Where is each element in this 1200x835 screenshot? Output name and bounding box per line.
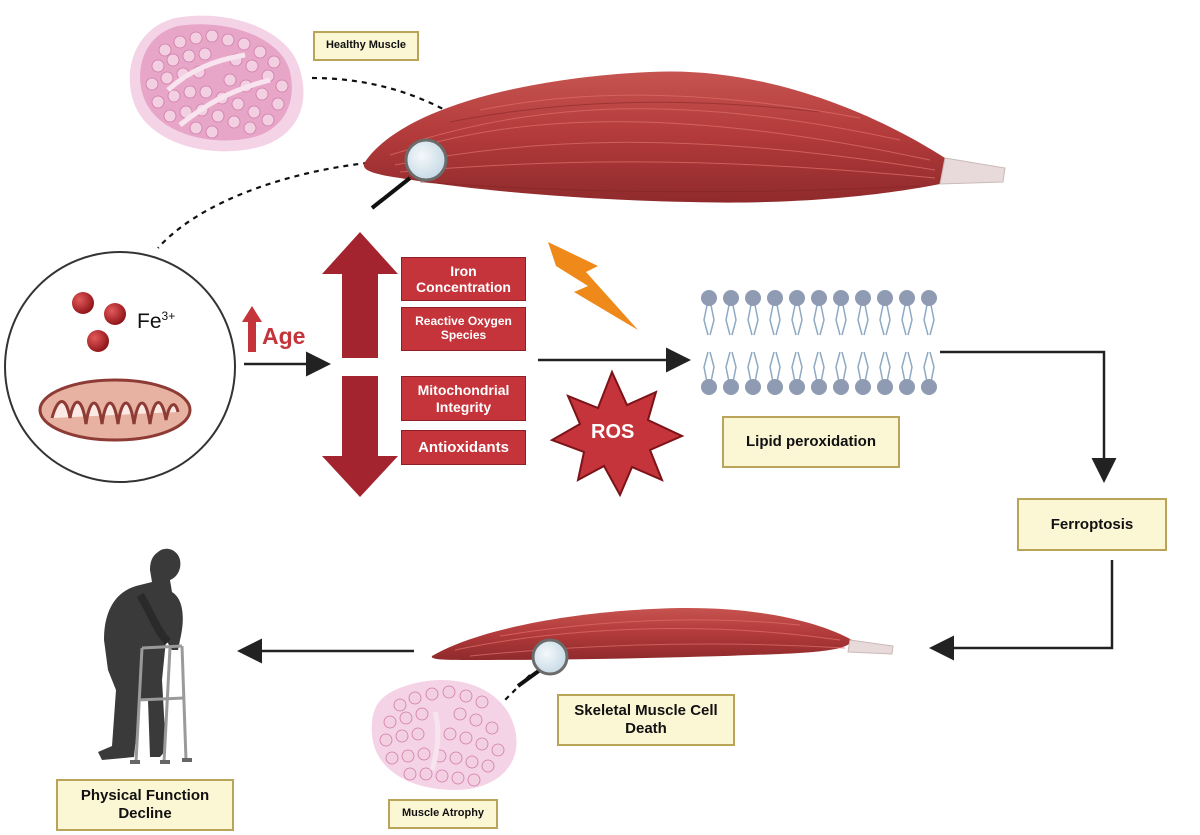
arrow-ferroptosis-to-cell-death (929, 560, 1114, 661)
ros-label: ROS (591, 421, 635, 443)
lipid-bilayer-icon (701, 290, 937, 395)
cell-circle (4, 251, 236, 483)
ferroptosis-label: Ferroptosis (1017, 498, 1167, 551)
healthy-muscle-tissue-icon (129, 15, 304, 152)
magnifier-icon-lower (516, 638, 569, 688)
elderly-person-walker-icon (98, 548, 192, 764)
fe-symbol: Fe (137, 310, 162, 333)
lipid-peroxidation-label: Lipid peroxidation (722, 416, 900, 468)
fe-charge: 3+ (161, 309, 176, 323)
mitochondrion-icon (38, 378, 192, 442)
atrophic-muscle-tissue-icon (371, 680, 517, 790)
decrease-arrow-icon (322, 376, 398, 497)
increase-arrow-icon (322, 232, 398, 358)
ros-burst-icon (549, 369, 685, 498)
reactive-oxygen-species-box: Reactive Oxygen Species (401, 307, 526, 351)
healthy-muscle-label: Healthy Muscle (313, 31, 419, 61)
healthy-muscle-icon (363, 71, 1006, 203)
age-up-arrow-icon (242, 306, 262, 352)
physical-function-decline-label: Physical Function Decline (56, 779, 234, 831)
atrophied-muscle-icon (431, 607, 894, 660)
iron-symbol-label: Fe3+ (137, 309, 175, 334)
mitochondrial-integrity-box: Mitochondrial Integrity (401, 376, 526, 421)
arrow-lipid-to-ferroptosis (940, 350, 1117, 483)
age-label: Age (262, 323, 306, 349)
lightning-bolt-icon (548, 242, 638, 330)
dashed-lens-line-top (311, 76, 489, 139)
magnifier-icon (370, 138, 448, 210)
skeletal-muscle-cell-death-label: Skeletal Muscle Cell Death (557, 694, 735, 746)
iron-ions-icon (72, 292, 126, 352)
antioxidants-box: Antioxidants (401, 430, 526, 465)
muscle-atrophy-label: Muscle Atrophy (388, 799, 498, 829)
iron-concentration-box: Iron Concentration (401, 257, 526, 301)
